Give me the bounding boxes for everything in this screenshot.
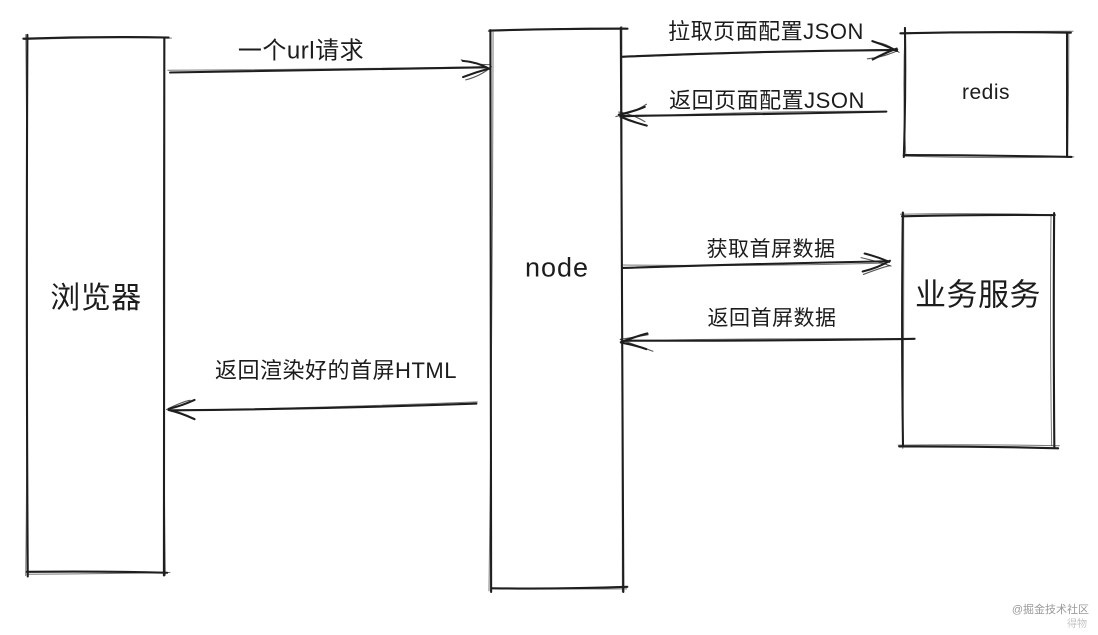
edge-label-pull-page-config: 拉取页面配置JSON <box>668 19 864 44</box>
redis-box-label: redis <box>961 81 1011 104</box>
service-box-label: 业务服务 <box>915 277 1041 313</box>
edge-label-return-rendered-html: 返回渲染好的首屏HTML <box>215 358 457 383</box>
node-box <box>491 30 622 588</box>
edge-label-return-page-config: 返回页面配置JSON <box>669 88 865 113</box>
browser-box-label: 浏览器 <box>50 282 142 315</box>
watermark-community: @掘金技术社区 <box>1011 604 1089 616</box>
service-box <box>903 216 1053 447</box>
edge-label-return-first-screen-data: 返回首屏数据 <box>707 307 837 330</box>
node-box-label: node <box>524 252 590 283</box>
edge-label-get-first-screen-data: 获取首屏数据 <box>706 238 836 261</box>
watermark-brand: 得物 <box>1067 619 1087 630</box>
edge-label-url-request: 一个url请求 <box>237 37 365 65</box>
